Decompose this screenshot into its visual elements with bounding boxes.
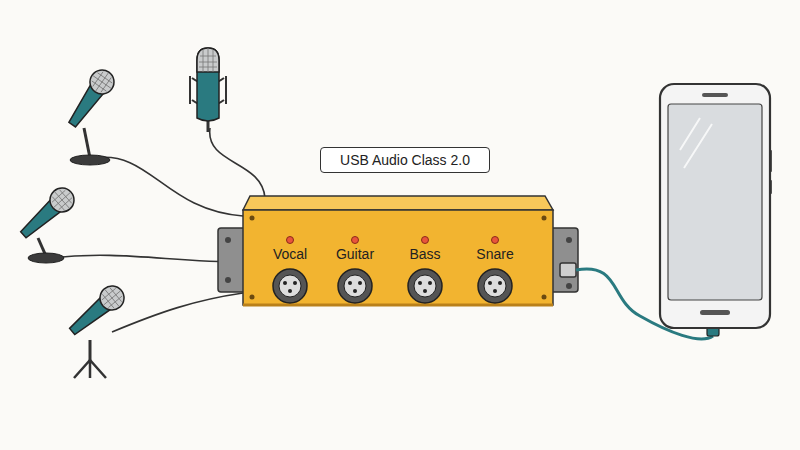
handheld-mic <box>15 183 79 263</box>
handheld-mic <box>62 65 118 165</box>
jack-label: Guitar <box>325 246 385 262</box>
mic-cables <box>50 128 265 332</box>
box-label: USB Audio Class 2.0 <box>340 152 470 168</box>
condenser-mic <box>190 48 226 132</box>
jack-label: Vocal <box>260 246 320 262</box>
protocol-label-box: USB Audio Class 2.0 <box>320 147 490 173</box>
handheld-mic <box>64 281 128 378</box>
smartphone <box>660 84 772 328</box>
audio-interface <box>218 196 578 305</box>
audio-interface-panel: Vocal Guitar Bass Snare <box>243 210 553 305</box>
jack-label: Snare <box>465 246 525 262</box>
jack-label: Bass <box>395 246 455 262</box>
xlr-jack <box>273 269 512 303</box>
